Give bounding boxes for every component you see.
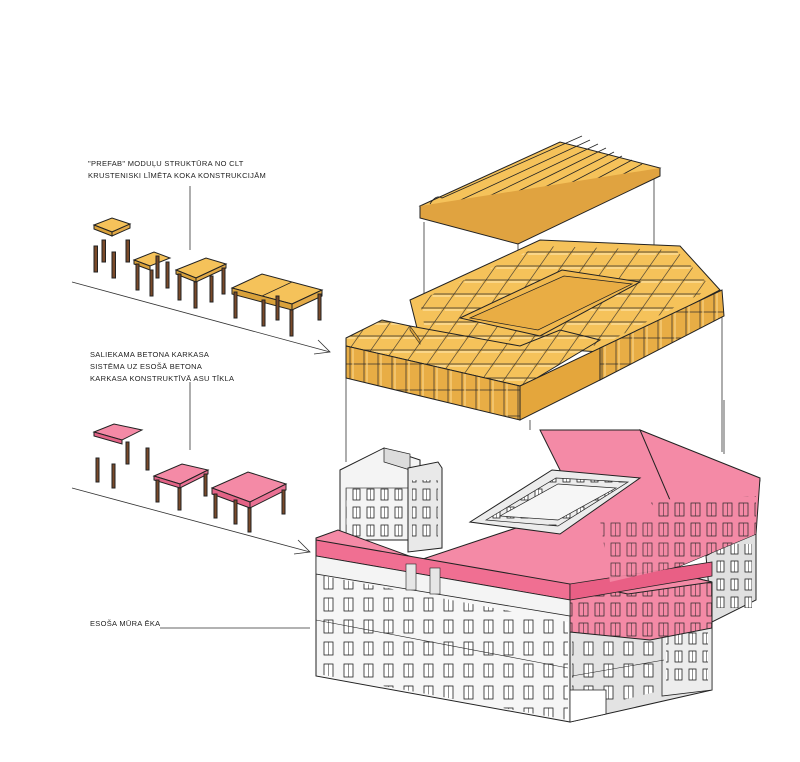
concrete-frame-icons (92, 423, 288, 533)
clt-module-icons (92, 217, 324, 337)
existing-building-label: ESOŠA MŪRA ĒKA (90, 618, 160, 630)
arrow-right-icon (71, 281, 331, 355)
clt-module-layer (345, 239, 725, 421)
label-line: "PREFAB" MODUĻU STRUKTŪRA NO CLT (88, 159, 244, 168)
label-line: KARKASA KONSTRUKTĪVĀ ASU TĪKLA (90, 374, 235, 383)
label-line: SISTĒMA UZ ESOŠĀ BETONA (90, 362, 203, 371)
leader-line (160, 186, 310, 629)
label-line: SALIEKAMA BETONA KARKASA (90, 350, 210, 359)
clt-roof-panel (418, 135, 662, 245)
precast-concrete-label: SALIEKAMA BETONA KARKASA SISTĒMA UZ ESOŠ… (90, 349, 234, 385)
prefab-clt-label: "PREFAB" MODUĻU STRUKTŪRA NO CLT KRUSTEN… (88, 158, 266, 182)
arrow-right-icon (71, 487, 311, 555)
label-line: ESOŠA MŪRA ĒKA (90, 619, 161, 628)
existing-masonry-building (315, 429, 761, 723)
label-line: KRUSTENISKI LĪMĒTA KOKA KONSTRUKCIJĀM (88, 171, 267, 180)
